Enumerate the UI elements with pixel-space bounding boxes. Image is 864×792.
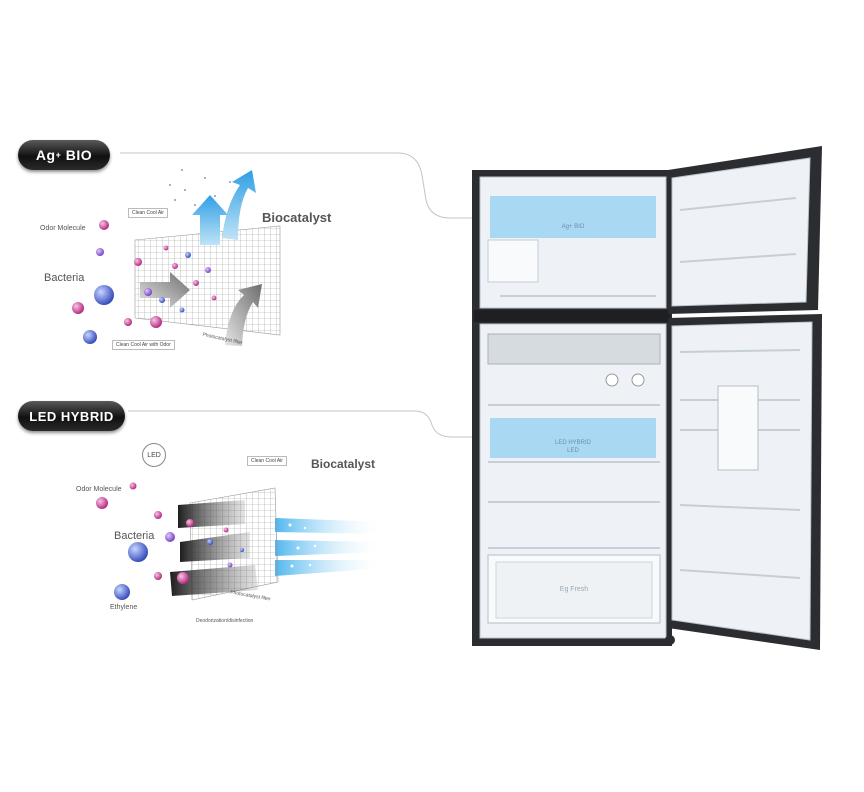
deodorization-band <box>178 500 245 528</box>
molecule <box>227 562 233 568</box>
led-bacteria-label: Bacteria <box>114 530 155 542</box>
fridge-wheel-icon <box>665 635 675 645</box>
clean-air-beam-2 <box>275 540 385 556</box>
clean-air-beam-3 <box>275 560 385 576</box>
ag-bacteria-label: Bacteria <box>44 272 85 284</box>
odor-molecule <box>223 527 229 533</box>
freezer-light-panel <box>490 196 656 238</box>
clean-air-arrow-icon <box>192 195 228 245</box>
led-hybrid-badge: LED HYBRID <box>18 401 125 431</box>
ag-clean-cool-air-odor-tag: Clean Cool Air with Odor <box>112 340 175 350</box>
freezer-door-shelf-2 <box>679 253 797 263</box>
molecule <box>165 532 175 542</box>
deodorization-band-3 <box>170 565 258 596</box>
bacteria <box>83 330 97 344</box>
fridge-door-shelf-5 <box>679 569 801 579</box>
odor-molecule <box>72 302 84 314</box>
odor-molecule <box>154 511 162 519</box>
led-odor-molecule-label: Odor Molecule <box>76 486 122 493</box>
molecule <box>96 248 104 256</box>
clean-air-arrow-icon-2 <box>222 170 256 240</box>
crisper-text: Eg Fresh <box>559 586 589 593</box>
ag-odor-molecule-label: Odor Molecule <box>40 225 86 232</box>
odor-air-arrow-icon <box>140 272 190 308</box>
led-ethylene-label: Ethylene <box>110 604 138 611</box>
odor-molecule <box>134 258 142 266</box>
led-biocatalyst-label: Biocatalyst <box>311 457 376 471</box>
fridge-panel-text: LED HYBRID <box>554 440 591 446</box>
fridge-door-shelf-4 <box>679 504 801 511</box>
bacteria <box>207 539 213 545</box>
freezer-panel-text: Ag+ BIO <box>561 224 585 230</box>
ag-bio-connector <box>120 152 488 219</box>
molecule <box>144 288 152 296</box>
bacteria <box>185 252 191 258</box>
led-hybrid-badge-text: LED HYBRID <box>29 408 114 424</box>
odor-molecule <box>99 220 109 230</box>
odor-molecule <box>96 497 108 509</box>
odor-molecule <box>129 482 137 490</box>
ag-bio-badge-tail: BIO <box>61 147 93 163</box>
freezer-divider <box>474 310 670 322</box>
led-clean-cool-air-tag: Clean Cool Air <box>247 456 287 466</box>
fridge-light-panel <box>490 418 656 458</box>
fridge-door-inner <box>671 321 813 641</box>
ethylene-molecule <box>114 584 130 600</box>
ag-bio-badge: Ag+ BIO <box>18 140 110 170</box>
water-dispenser-tank <box>717 385 759 471</box>
led-deodorization-label: Deodorization/disinfection <box>196 618 254 624</box>
clean-air-beam <box>275 518 385 534</box>
led-badge: LED <box>142 443 166 467</box>
beam-sparkles <box>288 523 317 568</box>
odor-molecule <box>163 245 169 251</box>
ag-clean-cool-air-tag: Clean Cool Air <box>128 208 168 218</box>
odor-molecule <box>211 295 217 301</box>
ice-maker <box>487 239 539 283</box>
bacteria <box>94 285 114 305</box>
odor-molecule <box>172 263 178 269</box>
bacteria <box>128 542 148 562</box>
bacteria <box>179 307 185 313</box>
odor-molecule <box>177 572 189 584</box>
control-dial-icon <box>605 373 619 387</box>
bacteria <box>240 548 244 552</box>
ag-bio-badge-sup: + <box>55 150 62 160</box>
ag-bio-badge-text: Ag <box>35 147 56 163</box>
crisper-inner <box>495 561 653 619</box>
odor-molecule <box>186 519 194 527</box>
odor-molecule <box>154 572 162 580</box>
led-badge-text: LED <box>147 451 161 459</box>
molecule <box>205 267 211 273</box>
photocatalyst-arrow-icon <box>225 284 262 346</box>
air-sparkles <box>169 169 241 206</box>
odor-molecule <box>193 280 199 286</box>
fridge-panel-text-2: LED <box>567 448 579 454</box>
top-bin <box>487 333 661 365</box>
fridge-door-shelf <box>679 349 801 353</box>
control-dial-icon-2 <box>631 373 645 387</box>
freezer-door-shelf <box>679 197 797 211</box>
bacteria <box>159 297 165 303</box>
odor-molecule <box>150 316 162 328</box>
freezer-door-inner <box>671 157 811 307</box>
deodorization-band-2 <box>180 532 250 562</box>
odor-molecule <box>124 318 132 326</box>
ag-biocatalyst-label: Biocatalyst <box>262 210 332 225</box>
led-hybrid-connector <box>128 410 488 438</box>
